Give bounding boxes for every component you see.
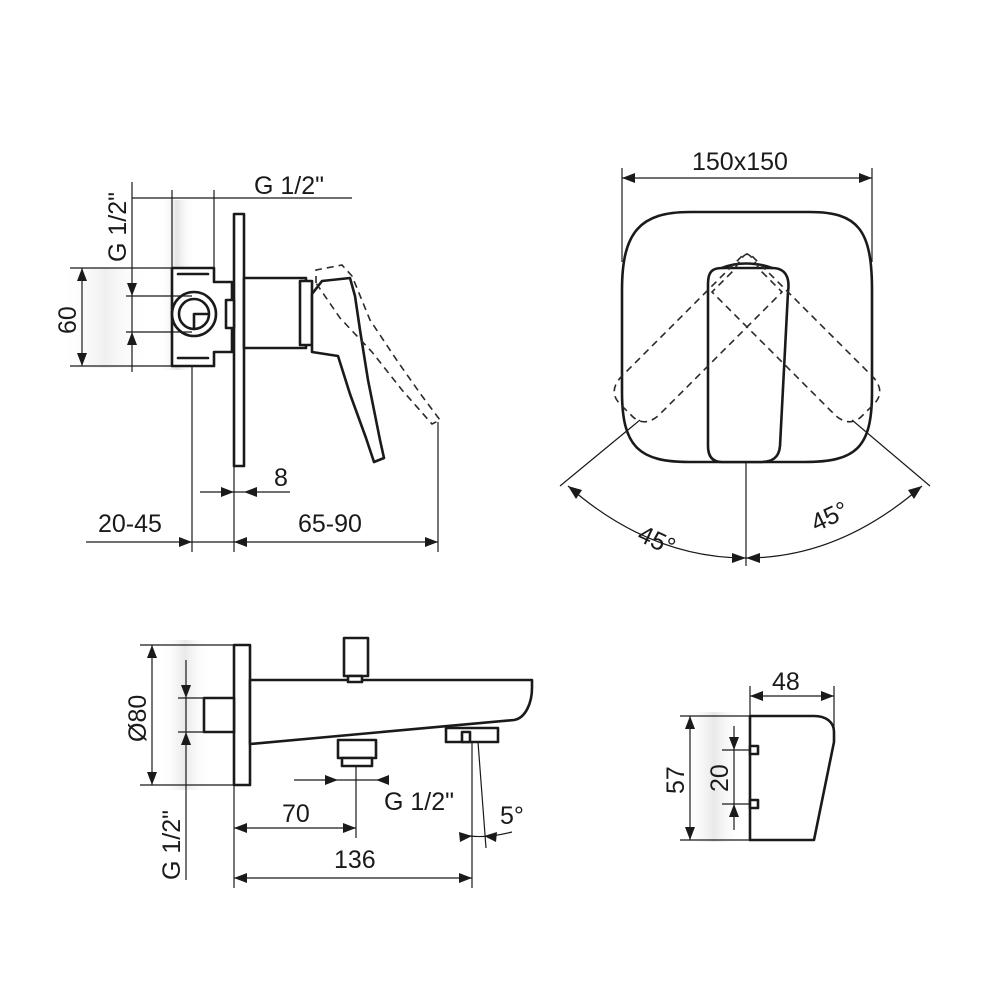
mixer-side-view: G 1/2" G 1/2" 60 8 20-45 65-90 xyxy=(54,172,442,552)
wall-plate xyxy=(232,212,246,468)
angle-left-label: 45° xyxy=(633,520,679,561)
inlet-thread-vertical-label: G 1/2" xyxy=(104,192,132,262)
cartridge-housing xyxy=(242,276,308,350)
outlet-thread-label: G 1/2" xyxy=(384,788,454,816)
spout-end-width-label: 48 xyxy=(772,668,800,696)
projection-label: 65-90 xyxy=(298,510,362,538)
outlet-spacing-label: 20 xyxy=(706,764,734,792)
spout-end-outline xyxy=(748,714,836,842)
mixer-front-view: 150x150 45° 45° xyxy=(559,148,931,566)
inlet-thread-horizontal-label: G 1/2" xyxy=(254,172,324,200)
outlet-offset-label: 70 xyxy=(282,800,310,828)
spout-end-view: 48 57 20 xyxy=(662,668,836,842)
plate-size-label: 150x150 xyxy=(692,148,788,176)
aerator xyxy=(444,726,500,744)
front-handle xyxy=(706,266,790,464)
height-label: 60 xyxy=(54,306,82,334)
plate-thickness-label: 8 xyxy=(274,464,288,492)
diverter-knob xyxy=(342,636,370,678)
handle-rotated-left xyxy=(613,253,784,423)
spout-diameter-label: Ø80 xyxy=(124,695,152,742)
angle-right-label: 45° xyxy=(807,496,853,537)
spout-body xyxy=(248,678,534,746)
wall-thread-label: G 1/2" xyxy=(158,810,186,880)
handle-rotated-right xyxy=(710,253,881,423)
spout-side-view: Ø80 G 1/2" G 1/2" 70 136 5° xyxy=(124,636,534,888)
outlet-connector xyxy=(336,738,378,760)
spout-angle-label: 5° xyxy=(500,802,524,830)
spout-end-height-label: 57 xyxy=(662,766,690,794)
wall-depth-label: 20-45 xyxy=(98,510,162,538)
spout-length-label: 136 xyxy=(334,846,376,874)
lever-rotated-outline xyxy=(315,264,442,425)
spout-rosette xyxy=(232,643,252,787)
lever-handle xyxy=(310,276,386,464)
